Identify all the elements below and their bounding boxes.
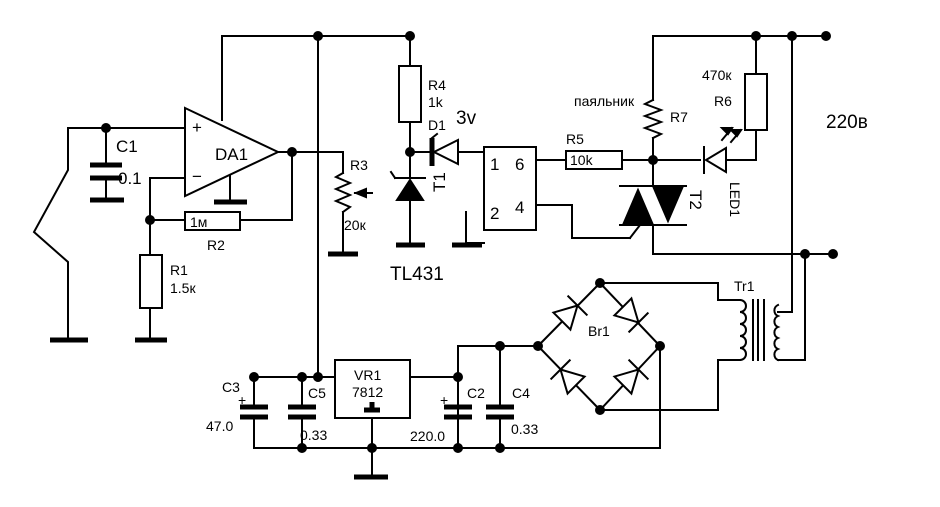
c2-label: C2 <box>467 385 485 401</box>
load-r7: паяльник R7 <box>574 93 688 140</box>
r6-label: R6 <box>714 93 732 109</box>
tl431-label: TL431 <box>390 264 444 285</box>
c4-label: C4 <box>512 385 530 401</box>
resistor-r2: 1м R2 <box>184 211 241 253</box>
ground-symbols <box>50 197 482 480</box>
t2-label: T2 <box>686 190 705 210</box>
r2-label: R2 <box>207 237 225 253</box>
capacitor-c3: C3 + 47.0 <box>206 379 268 434</box>
resistor-r6: 470к R6 <box>702 67 768 131</box>
mains-voltage-label: 220в <box>826 112 868 133</box>
zener-diode-d1: D1 3v <box>428 108 477 166</box>
br1-label: Br1 <box>588 323 610 339</box>
voltage-regulator-vr1: VR1 7812 <box>334 359 411 419</box>
bridge-rectifier-br1: Br1 <box>536 281 662 412</box>
c3-value: 47.0 <box>206 418 233 434</box>
c4-value: 0.33 <box>511 421 538 437</box>
r1-label: R1 <box>170 262 188 278</box>
r3-label: R3 <box>350 157 368 173</box>
vr1-value: 7812 <box>352 384 383 400</box>
led1-label: LED1 <box>727 182 743 217</box>
resistor-r5: R5 10k <box>565 131 623 170</box>
opto-pin-2: 2 <box>490 204 499 223</box>
led1: LED1 <box>703 126 743 217</box>
optocoupler: 1 6 2 4 <box>483 146 537 231</box>
shunt-regulator-t1: T1 TL431 <box>389 170 449 285</box>
opamp-minus-sign: − <box>192 167 202 186</box>
c3-label: C3 <box>222 379 240 395</box>
t1-label: T1 <box>430 172 449 192</box>
r4-label: R4 <box>428 77 446 93</box>
c5-label: C5 <box>308 385 326 401</box>
soldering-iron-label: паяльник <box>574 93 635 109</box>
resistor-r4: R4 1k <box>398 65 446 123</box>
junction-dots <box>101 31 838 453</box>
potentiometer-r3: R3 20к <box>333 157 373 233</box>
vr1-label: VR1 <box>354 367 381 383</box>
opto-pin-4: 4 <box>515 198 524 217</box>
capacitor-c4: C4 0.33 <box>486 385 538 437</box>
opto-pin-6: 6 <box>515 155 524 174</box>
opto-pin-1: 1 <box>490 155 499 174</box>
opamp-da1: + − DA1 <box>184 106 281 198</box>
r4-value: 1k <box>428 94 444 110</box>
capacitor-c1: C1 0.1 <box>90 137 142 188</box>
r6-value: 470к <box>702 67 732 83</box>
capacitor-c5: C5 0.33 <box>288 385 327 443</box>
triac-t2: T2 <box>619 185 705 240</box>
da1-label: DA1 <box>215 145 248 164</box>
r5-label: R5 <box>566 131 584 147</box>
opamp-plus-sign: + <box>192 118 202 137</box>
r3-value: 20к <box>344 217 367 233</box>
c1-value: 0.1 <box>118 169 142 188</box>
c2-plus: + <box>440 392 448 408</box>
c3-plus: + <box>238 392 246 408</box>
r1-value: 1.5к <box>170 280 196 296</box>
c2-value: 220.0 <box>410 428 445 444</box>
resistor-r1: R1 1.5к <box>139 254 196 309</box>
c1-label: C1 <box>116 137 138 156</box>
d1-label: D1 <box>428 117 446 133</box>
r2-value: 1м <box>190 214 207 230</box>
r7-label: R7 <box>670 109 688 125</box>
c5-value: 0.33 <box>300 427 327 443</box>
r5-value: 10k <box>570 152 594 168</box>
capacitor-c2: C2 + 220.0 <box>410 385 485 444</box>
wires <box>32 35 834 477</box>
tr1-label: Tr1 <box>734 278 755 294</box>
transformer-tr1: Tr1 <box>734 278 781 362</box>
d1-voltage: 3v <box>456 108 477 129</box>
